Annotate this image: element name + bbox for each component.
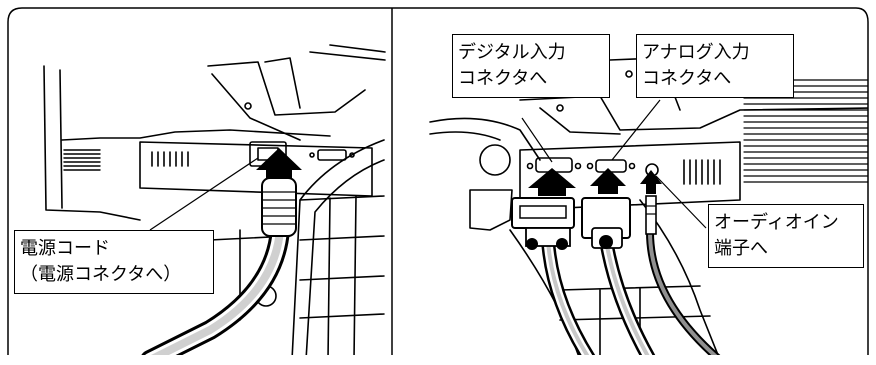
digital-input-label: デジタル入力 コネクタへ bbox=[452, 34, 610, 98]
audio-insert-arrow-icon bbox=[640, 170, 662, 194]
left-monitor-illustration bbox=[43, 44, 386, 355]
analog-insert-arrow-icon bbox=[590, 168, 626, 194]
digital-insert-arrow-icon bbox=[528, 168, 576, 196]
audio-label-leader bbox=[655, 175, 707, 229]
digital-input-label-line1: デジタル入力 bbox=[458, 42, 566, 63]
analog-input-label-line1: アナログ入力 bbox=[642, 42, 750, 63]
power-cord-label-line1: 電源コード bbox=[20, 238, 110, 259]
audio-in-label: オーディオイン 端子へ bbox=[708, 204, 864, 268]
analog-input-label-line2: コネクタへ bbox=[642, 68, 732, 89]
digital-input-label-line2: コネクタへ bbox=[458, 68, 548, 89]
power-cord-label-line2: （電源コネクタへ） bbox=[20, 264, 182, 285]
analog-label-leader bbox=[611, 99, 661, 161]
audio-in-label-line2: 端子へ bbox=[714, 238, 768, 259]
insert-arrow-icon bbox=[256, 148, 302, 178]
power-cord-label: 電源コード （電源コネクタへ） bbox=[14, 230, 214, 294]
panel-frame bbox=[7, 7, 869, 355]
power-label-leader bbox=[149, 157, 259, 231]
analog-input-label: アナログ入力 コネクタへ bbox=[636, 34, 794, 98]
digital-label-leader bbox=[521, 117, 553, 163]
right-cables-illustration bbox=[511, 195, 721, 355]
audio-in-label-line1: オーディオイン bbox=[714, 212, 839, 233]
power-cord-illustration bbox=[140, 177, 297, 355]
